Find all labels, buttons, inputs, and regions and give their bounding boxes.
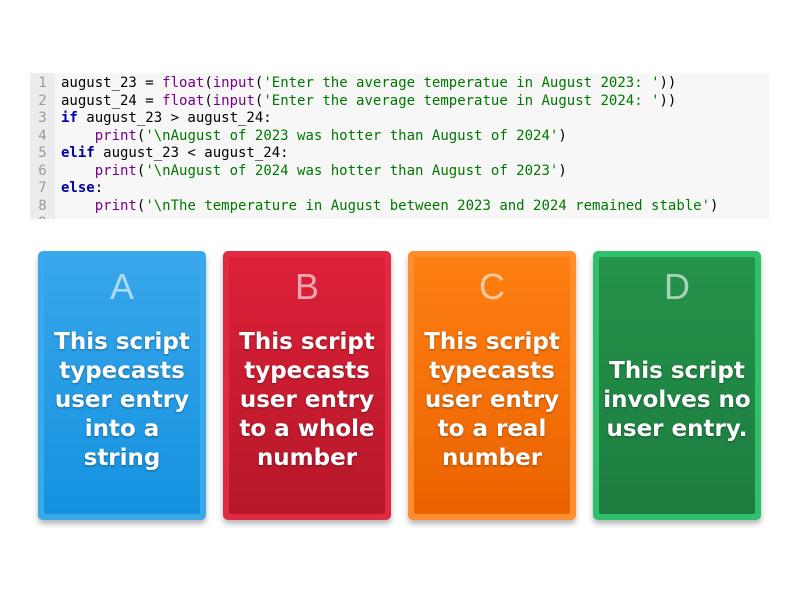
code-token: ( <box>136 127 146 144</box>
code-token: ( <box>136 162 146 179</box>
code-token: else <box>61 180 95 196</box>
code-token: )) <box>659 92 677 109</box>
code-token: ) <box>558 162 567 179</box>
code-token: '\nAugust of 2024 was hotter than August… <box>145 162 559 179</box>
answer-option-b-face: B This script typecasts user entry to a … <box>229 257 385 514</box>
answer-option-a-face: A This script typecasts user entry into … <box>44 257 200 514</box>
code-token: 'Enter the average temperatue in August … <box>263 92 660 109</box>
line-number: 5 <box>38 145 47 161</box>
answer-option-b[interactable]: B This script typecasts user entry to a … <box>223 251 391 520</box>
code-text: print('\nAugust of 2024 was hotter than … <box>55 163 567 181</box>
code-token: august_23 = <box>61 75 163 91</box>
code-token: print <box>94 162 137 179</box>
line-number: 1 <box>38 75 47 91</box>
option-text: This script typecasts user entry into a … <box>54 329 190 471</box>
code-token: '\nThe temperature in August between 202… <box>145 197 711 214</box>
code-text: else: <box>55 180 103 198</box>
code-token <box>61 128 95 144</box>
option-text: This script involves no user entry. <box>603 358 751 442</box>
line-number: 2 <box>38 92 47 109</box>
code-token: print <box>94 197 137 214</box>
code-line: 3 if august_23 > august_24: <box>30 110 770 128</box>
line-number: 9 <box>30 215 55 219</box>
option-letter: C <box>479 266 505 307</box>
code-text: print('\nAugust of 2023 was hotter than … <box>55 128 567 146</box>
code-token: input <box>212 75 255 91</box>
code-token: float <box>162 92 205 109</box>
code-token: ( <box>254 75 264 91</box>
code-token: float <box>162 75 205 91</box>
code-token: ) <box>558 127 567 144</box>
code-token <box>61 163 95 179</box>
option-text: This script typecasts user entry to a re… <box>424 329 560 471</box>
line-number: 7 <box>38 180 47 196</box>
option-text: This script typecasts user entry to a wh… <box>239 329 375 471</box>
option-letter: D <box>664 266 690 307</box>
code-token: august_24 = <box>61 92 163 109</box>
code-line: 9 <box>30 215 770 219</box>
code-line: 4 print('\nAugust of 2023 was hotter tha… <box>30 128 770 146</box>
option-letter: A <box>109 266 134 307</box>
code-text: august_24 = float(input('Enter the avera… <box>55 93 676 111</box>
line-number: 3 <box>38 110 47 126</box>
code-text: if august_23 > august_24: <box>55 110 272 128</box>
line-number: 8 <box>38 197 47 214</box>
code-token: )) <box>659 75 677 91</box>
code-text: print('\nThe temperature in August betwe… <box>55 197 719 216</box>
code-line: 5 elif august_23 < august_24: <box>30 145 770 163</box>
option-letter: B <box>294 266 319 307</box>
answer-option-d[interactable]: D This script involves no user entry. <box>593 251 761 520</box>
code-token: ( <box>204 92 213 109</box>
line-number: 4 <box>38 127 47 144</box>
code-text: elif august_23 < august_24: <box>55 145 289 163</box>
line-number: 6 <box>38 162 47 179</box>
answer-option-d-face: D This script involves no user entry. <box>599 257 755 514</box>
code-token: print <box>94 127 137 144</box>
code-line: 8 print('\nThe temperature in August bet… <box>30 198 770 216</box>
answer-option-c-face: C This script typecasts user entry to a … <box>414 257 570 514</box>
code-line: 6 print('\nAugust of 2024 was hotter tha… <box>30 163 770 181</box>
code-token: : <box>94 180 104 196</box>
code-line: 7 else: <box>30 180 770 198</box>
code-token: august_23 < august_24: <box>94 145 289 161</box>
code-token <box>61 198 95 214</box>
code-token: if <box>61 110 78 126</box>
answer-option-c[interactable]: C This script typecasts user entry to a … <box>408 251 576 520</box>
code-token: ( <box>254 92 264 109</box>
code-token: input <box>212 92 255 109</box>
code-token: elif <box>61 145 95 161</box>
code-token: august_23 > august_24: <box>77 110 272 126</box>
code-text: august_23 = float(input('Enter the avera… <box>55 75 676 93</box>
line-number-gutter <box>30 73 55 219</box>
code-token: ) <box>710 197 719 214</box>
code-token: 'Enter the average temperatue in August … <box>263 75 660 91</box>
code-token: ( <box>204 75 213 91</box>
answer-option-a[interactable]: A This script typecasts user entry into … <box>38 251 206 520</box>
code-token: ( <box>136 197 146 214</box>
code-token: '\nAugust of 2023 was hotter than August… <box>145 127 559 144</box>
